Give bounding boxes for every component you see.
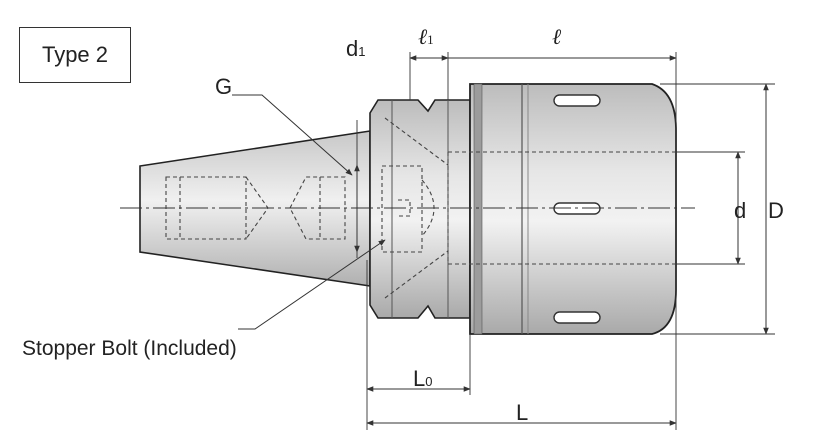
flange (369, 99, 471, 319)
label-L0: L0 (413, 366, 432, 391)
label-l1: ℓ1 (418, 24, 434, 49)
leader-stopper (238, 239, 386, 330)
label-d1: d1 (346, 36, 365, 61)
label-L: L (516, 400, 528, 425)
leader-G (232, 94, 353, 176)
label-stopper: Stopper Bolt (Included) (22, 337, 237, 360)
label-D: D (768, 198, 784, 223)
label-l: ℓ (552, 24, 562, 49)
label-G: G (215, 74, 232, 99)
type-label: Type 2 (41, 42, 109, 67)
type-label-box: Type 2 (19, 27, 131, 83)
label-d: d (734, 198, 746, 223)
